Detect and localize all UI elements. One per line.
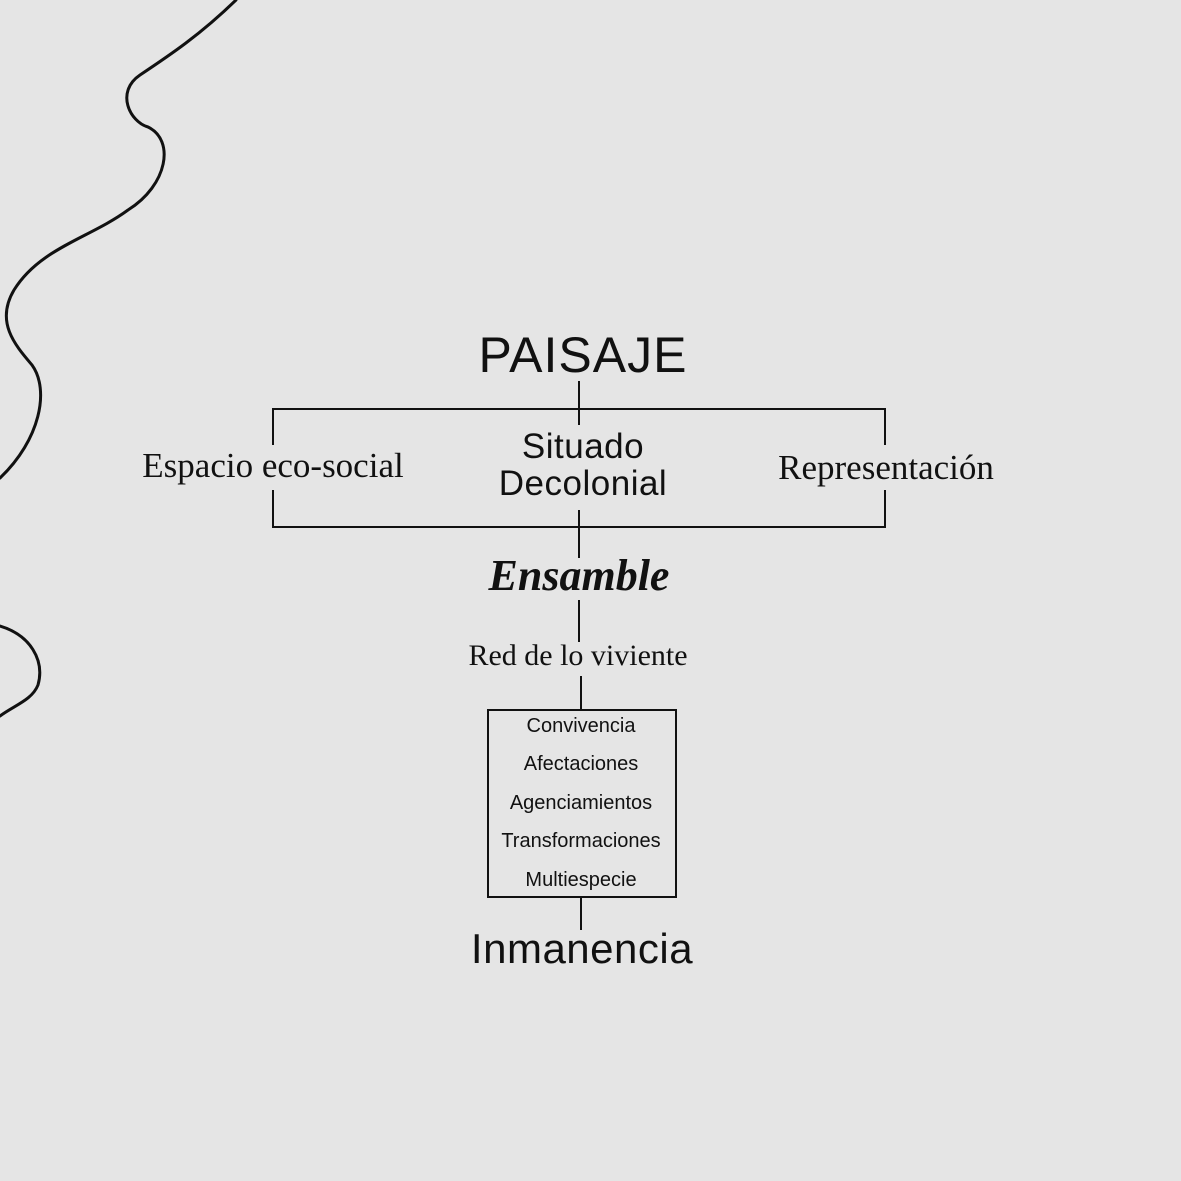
branch-center-line1: Situado	[521, 427, 645, 466]
branch-center-label: Situado Decolonial	[499, 428, 667, 502]
list-item: Convivencia	[526, 715, 636, 737]
red-label: Red de lo viviente	[468, 639, 688, 672]
list-item: Agenciamientos	[509, 792, 653, 814]
list-item: Multiespecie	[525, 869, 637, 891]
list-item: Afectaciones	[523, 753, 639, 775]
decorative-curve-bottom	[0, 624, 42, 718]
decorative-curve-top	[0, 0, 238, 480]
concept-list-box	[487, 709, 677, 898]
ensamble-label: Ensamble	[488, 551, 670, 600]
bottom-label: Inmanencia	[470, 925, 694, 972]
list-item: Transformaciones	[501, 830, 661, 852]
branch-center-line2: Decolonial	[498, 464, 668, 503]
branch-right-label: Representación	[778, 448, 994, 487]
diagram-title: PAISAJE	[478, 327, 688, 383]
branch-left-label: Espacio eco-social	[142, 446, 404, 485]
